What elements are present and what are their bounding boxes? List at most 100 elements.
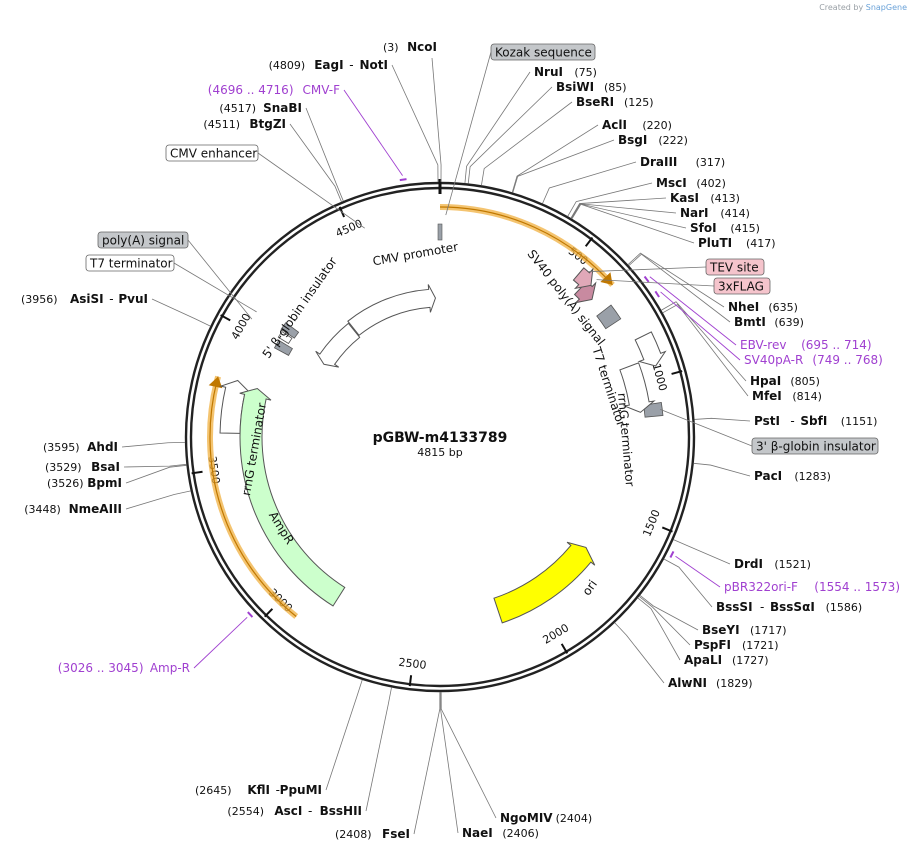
enzyme-name-nari: NarI <box>680 206 709 220</box>
enzyme-leader-nhei <box>627 252 725 308</box>
enzyme-btgzi: BtgZI(4511) <box>203 117 342 202</box>
enzyme-asci-bsshii: BssHII-AscI(2554) <box>227 687 392 818</box>
tick-2500 <box>408 675 413 687</box>
enzyme-leader-snabi <box>305 107 344 202</box>
enzyme-leader-naei <box>440 691 459 834</box>
tick-2000 <box>560 643 569 654</box>
enzyme-name2-psti-sbfi: SbfI <box>800 414 827 428</box>
enzyme-fsei: FseI(2408) <box>335 691 441 841</box>
primer-range-amp-r: (3026 .. 3045) <box>58 661 144 675</box>
tag-box-flag <box>713 277 771 295</box>
t7-terminator-arrow <box>634 331 667 367</box>
enzyme-name-acli: AclI <box>602 118 627 132</box>
enzyme-sep-kfli-ppumi: - <box>276 783 280 797</box>
enzyme-kasi: KasI(413) <box>570 191 740 219</box>
feature-label-sv40: SV40 poly(A) signal <box>525 247 608 348</box>
tag-box-tev <box>705 258 765 276</box>
enzyme-sfoi: SfoI(415) <box>571 203 760 235</box>
primer-cmv-f: CMV-F(4696 .. 4716) <box>208 83 407 182</box>
enzyme-name-apali: ApaLI <box>684 653 722 667</box>
tag-label-globin3: 3' β-globin insulator <box>756 440 876 454</box>
tick-500 <box>584 236 594 247</box>
globin5-block-c <box>277 331 293 345</box>
enzyme-name-kfli-ppumi: KflI <box>247 783 270 797</box>
enzyme-draiii: DraIII (317) <box>542 155 726 204</box>
enzyme-name-alwni: AlwNI <box>668 676 707 690</box>
enzyme-leader-bseri <box>481 101 573 186</box>
enzyme-name-eagi-noti: EagI <box>314 58 343 72</box>
primer-leader-sv40pa-r <box>660 291 741 361</box>
primer-leader-cmv-f <box>343 89 403 176</box>
orf-arrowhead-top <box>600 272 613 285</box>
enzyme-nrui: NruI(75) <box>464 65 597 184</box>
tag-leader-tev <box>588 266 707 273</box>
enzyme-leader-bpmi <box>125 464 187 484</box>
enzyme-name-bseyi: BseYI <box>702 623 740 637</box>
primer-name-cmv-f: CMV-F <box>303 83 341 97</box>
enzyme-name-drdi: DrdI <box>734 557 763 571</box>
enzyme-pos-paci: (1283) <box>794 470 831 483</box>
tick-1000 <box>671 370 683 375</box>
enzyme-leader-bseyi <box>639 594 699 631</box>
tick-1500 <box>661 526 673 533</box>
enzyme-alwni: AlwNI(1829) <box>614 622 753 690</box>
enzyme-name-snabi: SnaBI <box>263 101 302 115</box>
enzyme-leader-nrui <box>464 71 531 184</box>
enzyme-pos-ncoi: (3) <box>383 41 399 54</box>
enzyme-name-nmeaiii: NmeAIII <box>69 502 122 516</box>
enzyme-leader-ncoi <box>431 57 442 183</box>
enzyme-pos-snabi: (4517) <box>219 102 256 115</box>
feature-label-cmv-promoter: CMV promoter <box>372 240 460 269</box>
enzyme-leader-eagi-noti <box>391 64 439 183</box>
enzyme-pos-bsiwi: (85) <box>604 81 627 94</box>
enzyme-bpmi: BpmI(3526) <box>47 464 187 490</box>
globin5-arrow <box>315 322 361 368</box>
enzyme-leader-asisi-pvui <box>151 298 211 327</box>
primer-leader-pbr322ori-f <box>675 555 721 588</box>
enzyme-pspfi: PspFI(1721) <box>638 596 779 652</box>
enzyme-leader-draiii <box>542 161 637 204</box>
enzyme-pos-bsssi: (1586) <box>826 601 863 614</box>
enzyme-name-sfoi: SfoI <box>690 221 717 235</box>
enzyme-name-bpmi: BpmI <box>87 476 122 490</box>
enzyme-acli: AclI (220) <box>511 118 672 193</box>
tag-polya: poly(A) signal <box>97 231 253 320</box>
enzyme-pos-acli: (220) <box>642 119 672 132</box>
enzyme-name-psti-sbfi: PstI <box>754 414 780 428</box>
enzyme-leader-pspfi <box>638 596 691 646</box>
enzyme-pos-pluti: (417) <box>746 237 776 250</box>
enzyme-pos-nhei: (635) <box>768 301 798 314</box>
enzyme-pos-hpai: (805) <box>790 375 820 388</box>
enzyme-ngomiv: NgoMIV(2404) <box>440 691 592 825</box>
enzyme-leader-msci <box>567 182 653 217</box>
enzyme-pos-pspfi: (1721) <box>742 639 779 652</box>
tick-label-2500: 2500 <box>398 656 427 672</box>
enzyme-name-hpai: HpaI <box>750 374 781 388</box>
orf-line-top <box>439 206 613 286</box>
snapgene-logo: SnapGene <box>865 3 907 12</box>
enzyme-pos-bpmi: (3526) <box>47 477 84 490</box>
enzyme-pos-bsai: (3529) <box>45 461 82 474</box>
tag-box-kozak <box>490 43 596 61</box>
tag-leader-globin3 <box>660 408 753 447</box>
enzyme-bseyi: BseYI(1717) <box>639 594 787 637</box>
tag-label-kozak: Kozak sequence <box>495 46 592 60</box>
enzyme-leader-hpai <box>661 301 747 382</box>
enzyme-pos-bsgi: (222) <box>658 134 688 147</box>
tag-label-cmvenh: CMV enhancer <box>170 147 257 161</box>
enzyme-name2-asci-bsshii: BssHII <box>320 804 362 818</box>
enzyme-msci: MscI(402) <box>567 176 726 217</box>
enzyme-leader-apali <box>637 597 681 661</box>
globin5-block-a <box>273 339 294 356</box>
enzyme-pos-asci-bsshii: (2554) <box>227 805 264 818</box>
enzyme-name-btgzi: BtgZI <box>249 117 286 131</box>
enzyme-pos-nmeaiii: (3448) <box>24 503 61 516</box>
enzyme-name-draiii: DraIII <box>640 155 677 169</box>
tag-label-flag: 3xFLAG <box>718 280 764 294</box>
enzyme-leader-alwni <box>614 622 665 684</box>
enzyme-name2-bsssi: BssSαI <box>770 600 815 614</box>
enzyme-pos-draiii: (317) <box>696 156 726 169</box>
sv40-block <box>596 304 622 330</box>
enzyme-bsiwi: BsiWI(85) <box>467 80 627 184</box>
